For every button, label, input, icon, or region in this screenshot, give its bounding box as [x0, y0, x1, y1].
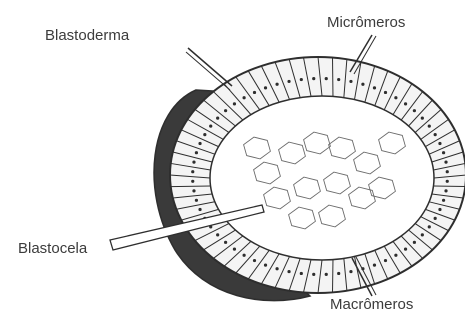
nucleus	[442, 151, 445, 154]
nucleus	[224, 109, 227, 112]
nucleus	[233, 102, 236, 105]
nucleus	[264, 263, 267, 266]
nucleus	[275, 267, 278, 270]
blastoderm-inner-wall	[210, 96, 434, 260]
nucleus	[203, 133, 206, 136]
nucleus	[300, 272, 303, 275]
nucleus	[275, 83, 278, 86]
nucleus	[404, 102, 407, 105]
nucleus	[243, 96, 246, 99]
nucleus	[216, 233, 219, 236]
nucleus	[209, 125, 212, 128]
nucleus	[394, 96, 397, 99]
nucleus	[442, 199, 445, 202]
cell-wall	[171, 186, 211, 187]
nucleus	[216, 117, 219, 120]
nucleus	[312, 77, 315, 80]
nucleus	[192, 189, 195, 192]
label-blastocela: Blastocela	[18, 240, 87, 258]
nucleus	[438, 142, 441, 145]
nucleus	[384, 91, 387, 94]
nucleus	[287, 270, 290, 273]
nucleus	[195, 199, 198, 202]
nucleus	[198, 208, 201, 211]
nucleus	[361, 83, 364, 86]
nucleus	[325, 77, 328, 80]
nucleus	[233, 248, 236, 251]
nucleus	[413, 109, 416, 112]
nucleus	[444, 189, 447, 192]
nucleus	[325, 273, 328, 276]
cell-wall	[433, 186, 465, 187]
nucleus	[413, 241, 416, 244]
nucleus	[446, 170, 449, 173]
nucleus	[192, 161, 195, 164]
nucleus	[384, 259, 387, 262]
nucleus	[434, 133, 437, 136]
nucleus	[438, 208, 441, 211]
nucleus	[337, 78, 340, 81]
nucleus	[373, 263, 376, 266]
nucleus	[421, 117, 424, 120]
nucleus	[191, 180, 194, 183]
nucleus	[224, 241, 227, 244]
nucleus	[434, 217, 437, 220]
nucleus	[198, 142, 201, 145]
nucleus	[264, 86, 267, 89]
nucleus	[312, 273, 315, 276]
nucleus	[243, 254, 246, 257]
nucleus	[421, 233, 424, 236]
label-macromeros: Macrômeros	[330, 296, 413, 314]
nucleus	[287, 80, 290, 83]
nucleus	[428, 125, 431, 128]
label-micromeros: Micrômeros	[327, 14, 405, 32]
nucleus	[253, 91, 256, 94]
nucleus	[373, 86, 376, 89]
nucleus	[337, 272, 340, 275]
nucleus	[428, 225, 431, 228]
nucleus	[253, 259, 256, 262]
nucleus	[191, 170, 194, 173]
nucleus	[444, 161, 447, 164]
nucleus	[404, 248, 407, 251]
nucleus	[300, 78, 303, 81]
nucleus	[349, 270, 352, 273]
nucleus	[195, 151, 198, 154]
nucleus	[349, 80, 352, 83]
label-blastoderma: Blastoderma	[45, 27, 129, 45]
nucleus	[446, 180, 449, 183]
nucleus	[394, 254, 397, 257]
